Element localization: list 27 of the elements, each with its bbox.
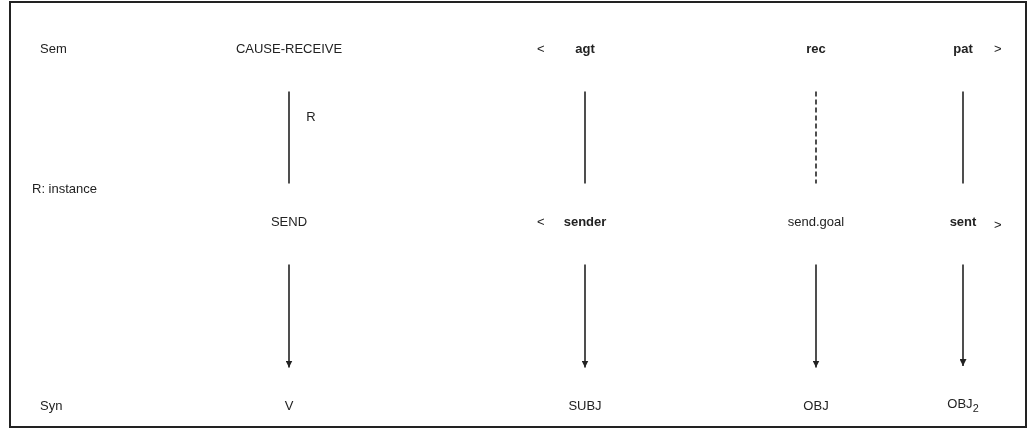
connector-line: [288, 90, 290, 185]
term-text: agt: [575, 40, 595, 56]
term-text: SUBJ: [568, 397, 602, 413]
term-text: sender: [563, 213, 607, 229]
angle-bracket: >: [994, 216, 1002, 232]
connector-line: [815, 90, 817, 185]
term-text: SEND: [270, 213, 308, 229]
angle-bracket: <: [537, 213, 545, 229]
term-text: OBJ: [803, 397, 829, 413]
arrow: [812, 263, 820, 369]
angle-bracket: >: [994, 40, 1002, 56]
term-text: send.goal: [787, 213, 845, 229]
row-label: R: instance: [32, 180, 98, 196]
term-text: rec: [806, 40, 826, 56]
arrow: [581, 263, 589, 369]
row-label: Sem: [40, 40, 67, 56]
term-text: V: [284, 397, 294, 413]
term-text: pat: [953, 40, 973, 56]
row-label: Syn: [40, 397, 63, 413]
connector-line: [584, 90, 586, 185]
term-text: sent: [949, 213, 977, 229]
connector-line: [962, 90, 964, 185]
term-text: CAUSE-RECEIVE: [235, 40, 343, 56]
angle-bracket: <: [537, 40, 545, 56]
arrow: [285, 263, 293, 369]
arrow: [959, 263, 967, 367]
term-text: OBJ$_{2}$: [947, 396, 979, 414]
